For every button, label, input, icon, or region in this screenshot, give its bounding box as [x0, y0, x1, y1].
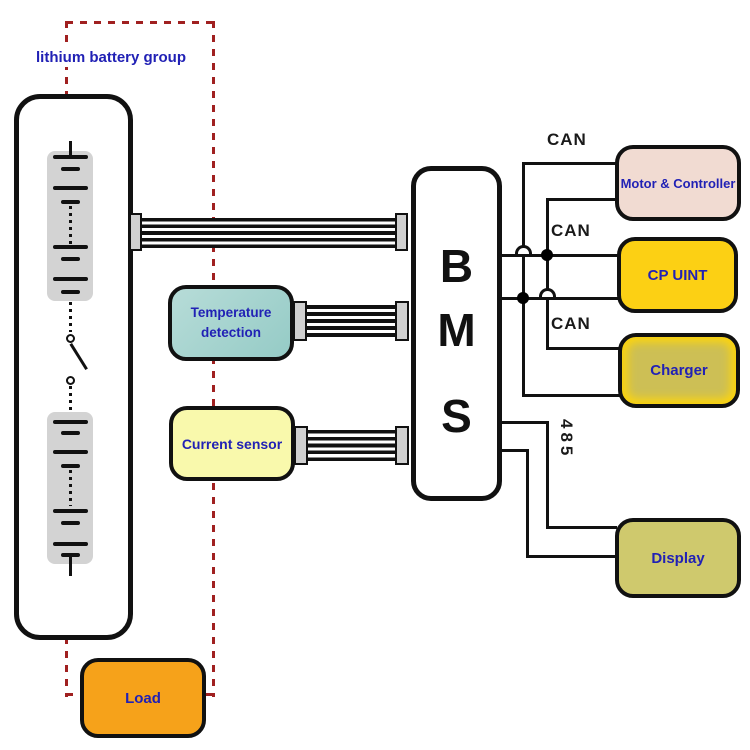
switch-contact-bottom [66, 376, 75, 385]
current-sensor-box: Current sensor [169, 406, 295, 481]
switch-contact-top [66, 334, 75, 343]
ribbon-cable-battery [141, 218, 397, 248]
temperature-detection-box: Temperature detection [168, 285, 294, 361]
cp-unit-box: CP UINT [617, 237, 738, 313]
bms-letter-b: B [439, 240, 474, 292]
cell-plate [61, 200, 80, 204]
rs485-label: 485 [557, 419, 576, 460]
ribbon-cable-current [307, 430, 397, 461]
rs485-wire-2a [499, 449, 529, 452]
cell-plate [61, 431, 80, 435]
cell-ellipsis [69, 206, 72, 244]
wire-dotted-segment [69, 302, 72, 332]
wire-to-motor-2 [546, 198, 617, 201]
can-label-motor: CAN [547, 130, 587, 149]
bms-letter-m: M [437, 304, 476, 356]
wire-dotted-segment [69, 386, 72, 412]
motor-controller-box: Motor & Controller [615, 145, 741, 221]
can-label-cp-unit: CAN [551, 221, 591, 240]
connector-temperature-right [395, 301, 409, 341]
ribbon-cable-temperature [306, 305, 397, 337]
cell-plate [53, 542, 88, 546]
current-sensor-label: Current sensor [181, 435, 283, 452]
load-box: Load [80, 658, 206, 738]
rs485-wire-1c [546, 526, 617, 529]
cell-plate [53, 186, 88, 190]
load-label: Load [125, 689, 161, 707]
rs485-wire-1b [546, 421, 549, 529]
wire-to-charger-2 [522, 394, 620, 397]
wire-crossover-arc-2 [539, 288, 556, 297]
battery-terminal-bottom [69, 556, 72, 576]
bms-letter-s: S [441, 390, 472, 442]
temperature-detection-label: Temperature detection [190, 304, 272, 340]
cell-plate [53, 509, 88, 513]
connector-temperature-left [293, 301, 307, 341]
display-box: Display [615, 518, 741, 598]
can-l-wire [499, 297, 619, 300]
rs485-wire-2b [526, 449, 529, 558]
rs485-wire-1a [499, 421, 549, 424]
cell-ellipsis [69, 470, 72, 506]
battery-group-outline-top [66, 21, 217, 24]
motor-controller-label: Motor & Controller [620, 175, 736, 191]
cell-plate [61, 167, 80, 171]
can-branch-wire-2 [546, 198, 549, 350]
connector-current-right [395, 426, 409, 465]
cell-plate [61, 257, 80, 261]
rs485-wire-2c [526, 555, 617, 558]
can-label-charger: CAN [551, 314, 591, 333]
battery-group-title: lithium battery group [33, 48, 189, 67]
wire-to-charger-1 [546, 347, 620, 350]
connector-battery-right [395, 213, 408, 251]
cell-plate [61, 464, 80, 468]
can-h-wire [499, 254, 619, 257]
cell-plate [61, 290, 80, 294]
can-branch-wire-1 [522, 162, 525, 396]
cell-plate [61, 553, 80, 557]
cell-plate [53, 245, 88, 249]
connector-battery-left [129, 213, 142, 251]
cell-plate [61, 521, 80, 525]
cell-plate [53, 155, 88, 159]
cell-plate [53, 420, 88, 424]
connector-current-left [294, 426, 308, 465]
display-label: Display [651, 549, 705, 567]
junction-dot-2 [517, 292, 529, 304]
cell-plate [53, 277, 88, 281]
wire-to-motor-1 [522, 162, 617, 165]
cell-plate [53, 450, 88, 454]
wire-crossover-arc-1 [515, 245, 532, 254]
junction-dot-1 [541, 249, 553, 261]
charger-box: Charger [618, 333, 740, 408]
bms-box: B M S [411, 166, 502, 501]
cp-unit-label: CP UINT [647, 266, 708, 284]
charger-label: Charger [650, 362, 708, 379]
battery-terminal-top [69, 141, 72, 157]
